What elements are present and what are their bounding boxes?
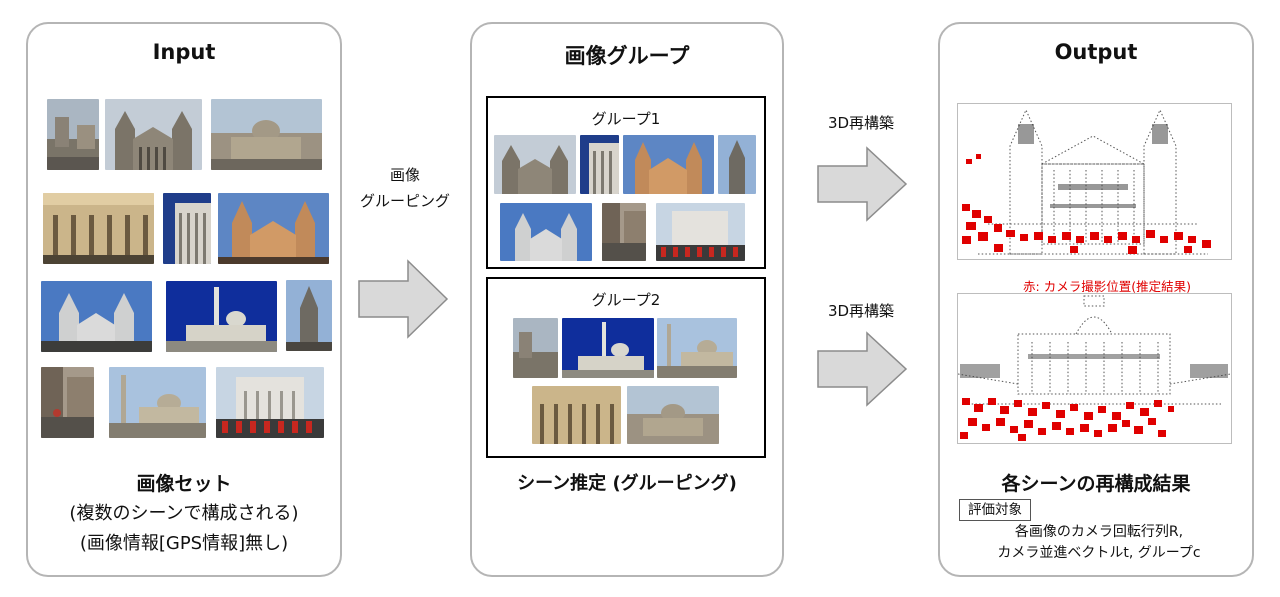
eval-target-line1: 各画像のカメラ回転行列R,: [1014, 524, 1184, 540]
input-photo-7: [41, 281, 152, 352]
group1-photo-5: [500, 203, 592, 261]
output-caption-main: 各シーンの再構成結果: [1001, 473, 1191, 495]
input-panel-title: Input: [152, 40, 216, 64]
output-panel-title: Output: [1054, 40, 1138, 64]
input-photo-10: [41, 367, 94, 438]
input-photo-2: [105, 99, 202, 170]
grouping-arrow-label: 画像 グルーピング: [352, 162, 458, 214]
input-photo-3: [211, 99, 322, 170]
grouping-arrow-label-line2: グルーピング: [359, 192, 450, 210]
input-photo-4: [43, 193, 154, 264]
recon-arrow-top-icon: [817, 146, 908, 222]
recon-arrow-bottom-label: 3D再構築: [827, 302, 895, 320]
input-photo-9: [286, 280, 332, 351]
eval-target-badge: 評価対象: [959, 499, 1031, 521]
group2-photo-3: [657, 318, 737, 378]
grouping-arrow-label-line1: 画像: [389, 166, 420, 184]
input-photo-5: [163, 193, 211, 264]
input-caption-line2: (画像情報[GPS情報]無し): [79, 533, 289, 554]
group2-photo-5: [627, 386, 719, 444]
input-photo-1: [47, 99, 99, 170]
group1-photo-4: [718, 135, 756, 194]
group-panel-title: 画像グループ: [564, 44, 690, 68]
group2-photo-4: [532, 386, 621, 444]
group2-label: グループ2: [591, 291, 661, 309]
group1-label: グループ1: [591, 110, 661, 128]
input-photo-11: [109, 367, 206, 438]
input-photo-8: [166, 281, 277, 352]
recon-arrow-bottom-icon: [817, 331, 908, 407]
recon-result-top: [957, 103, 1232, 260]
input-photo-6: [218, 193, 329, 264]
group1-photo-7: [656, 203, 745, 261]
group2-photo-2: [562, 318, 654, 378]
recon-pointcloud-bottom: [958, 295, 1231, 441]
input-caption-main: 画像セット: [136, 473, 232, 495]
recon-pointcloud-top: [962, 108, 1211, 255]
recon-result-bottom: [957, 293, 1232, 444]
input-caption-line1: (複数のシーンで構成される): [69, 503, 299, 524]
camera-position-note: 赤: カメラ撮影位置(推定結果): [1023, 279, 1191, 294]
group1-photo-3: [623, 135, 714, 194]
input-photo-12: [216, 367, 324, 438]
group1-photo-2: [580, 135, 619, 194]
group1-photo-1: [494, 135, 576, 194]
eval-target-line2: カメラ並進ベクトルt, グループc: [997, 545, 1201, 561]
grouping-arrow-icon: [358, 259, 449, 339]
group2-photo-1: [513, 318, 558, 378]
group-panel-caption: シーン推定 (グルーピング): [517, 473, 737, 494]
recon-arrow-top-label: 3D再構築: [827, 114, 895, 132]
eval-target-text: 各画像のカメラ回転行列R, カメラ並進ベクトルt, グループc: [960, 522, 1238, 564]
group1-photo-6: [602, 203, 646, 261]
